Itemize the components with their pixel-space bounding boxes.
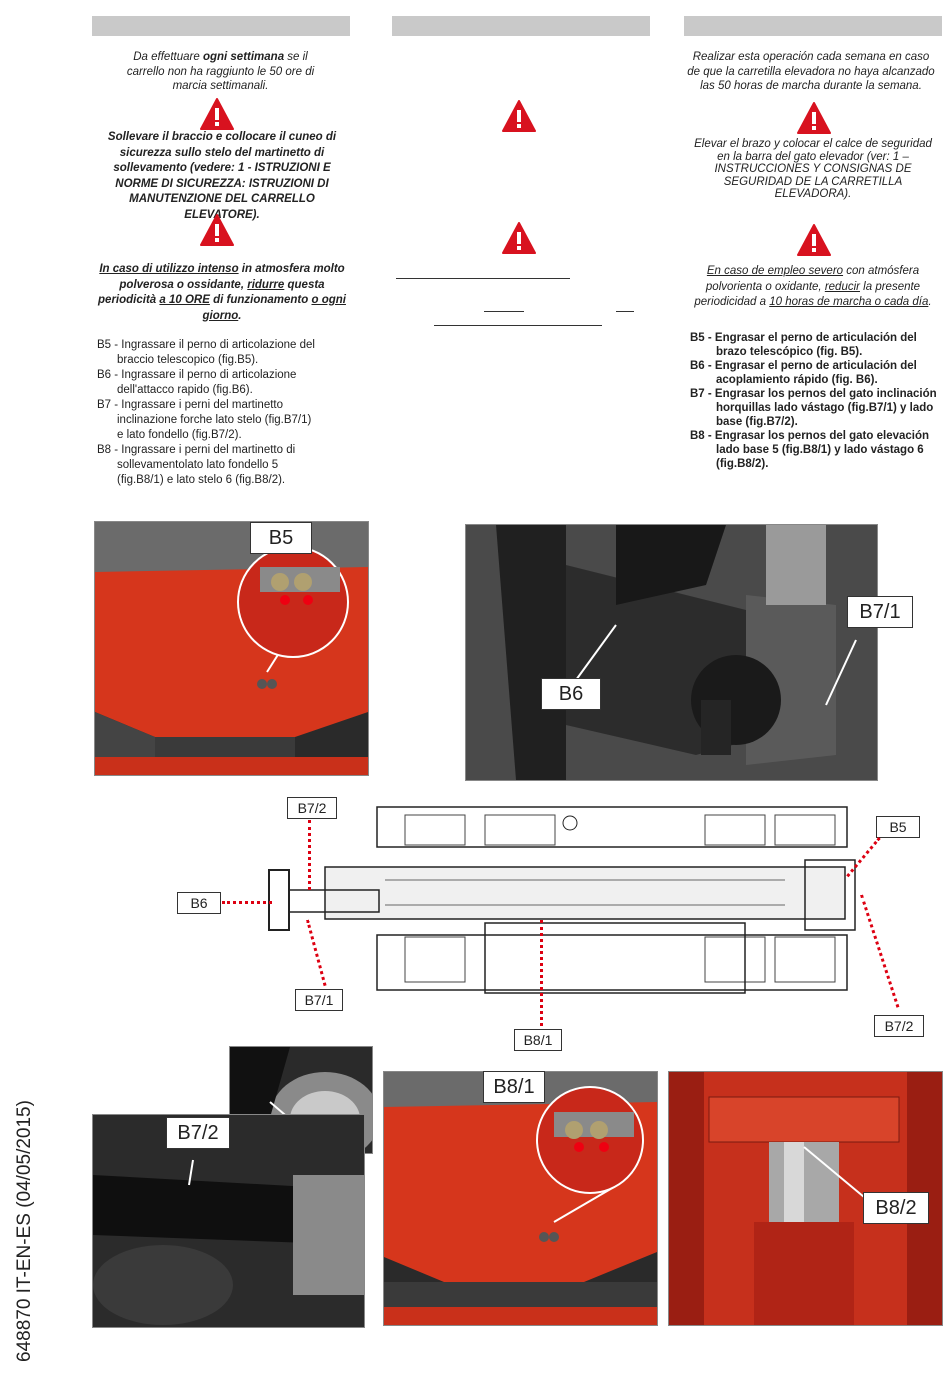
- underline-blank: [616, 311, 634, 312]
- label-b71-photo: B7/1: [847, 596, 913, 628]
- underline-blank: [396, 278, 570, 279]
- leader-line: [308, 820, 311, 890]
- es-item-b7: B7 - Engrasar los pernos del gato inclin…: [690, 388, 937, 428]
- label-b5-diagram: B5: [876, 816, 920, 838]
- header-bar-it: [92, 16, 350, 36]
- it-item-b7: B7 - Ingrassare i perni del martinetto i…: [97, 399, 312, 441]
- label-b5-photo: B5: [250, 522, 312, 554]
- header-bar-es: [684, 16, 942, 36]
- warning-icon: [200, 214, 234, 246]
- warning-icon: [502, 222, 536, 254]
- it-lift-text: Sollevare il braccio e collocare il cune…: [107, 131, 337, 221]
- document-code: 648870 IT-EN-ES (04/05/2015): [14, 1100, 35, 1362]
- photo-b6-b71: [465, 524, 878, 781]
- photo-b6-art: [466, 525, 877, 780]
- photo-b81-art: [384, 1072, 657, 1325]
- es-lift-text: Elevar el brazo y colocar el calce de se…: [694, 138, 932, 200]
- warning-icon: [797, 102, 831, 134]
- machine-top-view-diagram: [268, 806, 856, 994]
- es-item-b6: B6 - Engrasar el perno de articulación d…: [690, 360, 917, 386]
- leader-line: [222, 901, 272, 904]
- label-b6-diagram: B6: [177, 892, 221, 914]
- warning-icon: [502, 100, 536, 132]
- label-b72-right: B7/2: [874, 1015, 924, 1037]
- label-b82-photo: B8/2: [863, 1192, 929, 1224]
- underline-blank: [434, 325, 602, 326]
- leader-line: [540, 920, 543, 1026]
- label-b72-photo: B7/2: [166, 1117, 230, 1149]
- photo-b5: [94, 521, 369, 776]
- warning-icon: [200, 98, 234, 130]
- es-item-b8: B8 - Engrasar los pernos del gato elevac…: [690, 430, 930, 470]
- it-grease-list: B5 - Ingrassare il perno di articolazion…: [97, 338, 317, 488]
- label-b81-photo: B8/1: [483, 1071, 545, 1103]
- es-severe-text: En caso de empleo severo con atmósfera p…: [694, 265, 932, 308]
- label-b81-diagram: B8/1: [514, 1029, 562, 1051]
- underline-blank: [484, 311, 524, 312]
- es-item-b5: B5 - Engrasar el perno de articulación d…: [690, 332, 917, 358]
- it-intense-text: In caso di utilizzo intenso in atmosfera…: [98, 263, 346, 322]
- label-b71-diagram: B7/1: [295, 989, 343, 1011]
- label-b72-left: B7/2: [287, 797, 337, 819]
- it-item-b5: B5 - Ingrassare il perno di articolazion…: [97, 339, 315, 366]
- es-grease-list: B5 - Engrasar el perno de articulación d…: [690, 331, 938, 471]
- warning-icon: [797, 224, 831, 256]
- it-item-b8: B8 - Ingrassare i perni del martinetto d…: [97, 444, 296, 486]
- photo-b72-art: [93, 1115, 364, 1327]
- photo-b81: [383, 1071, 658, 1326]
- photo-b5-art: [95, 522, 368, 775]
- es-intro: Realizar esta operación cada semana en c…: [687, 51, 935, 92]
- photo-b72: [92, 1114, 365, 1328]
- header-bar-en: [392, 16, 650, 36]
- it-item-b6: B6 - Ingrassare il perno di articolazion…: [97, 369, 297, 396]
- it-intro: Da effettuare ogni settimana se il carre…: [126, 51, 315, 92]
- photo-b82-art: [669, 1072, 942, 1325]
- label-b6-photo: B6: [541, 678, 601, 710]
